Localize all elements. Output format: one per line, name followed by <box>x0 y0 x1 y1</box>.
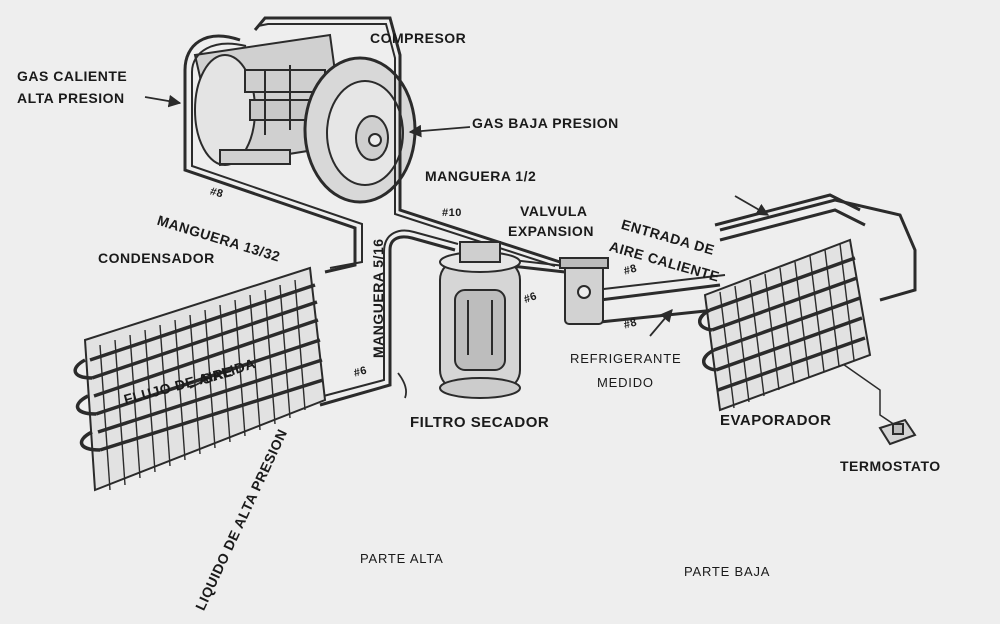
pipes <box>183 16 917 426</box>
compressor <box>193 33 417 204</box>
label-expansion: EXPANSION <box>508 223 594 239</box>
label-refrigerante: REFRIGERANTE <box>570 351 682 366</box>
filter-drier <box>439 241 521 399</box>
label-condensador: CONDENSADOR <box>98 250 215 266</box>
pointers <box>144 94 770 399</box>
label-manguera-half: MANGUERA 1/2 <box>425 168 537 184</box>
label-gas-baja-presion: GAS BAJA PRESION <box>472 115 619 131</box>
thermostat <box>878 418 917 446</box>
label-parte-alta: PARTE ALTA <box>360 551 444 566</box>
expansion-valve <box>559 257 609 325</box>
label-medido: MEDIDO <box>597 375 654 390</box>
label-hose-number-10: #10 <box>442 207 462 219</box>
label-gas-caliente: GAS CALIENTE <box>17 68 128 84</box>
label-filtro-secador: FILTRO SECADOR <box>410 414 550 431</box>
evaporator <box>698 193 872 412</box>
label-manguera-516: MANGUERA 5/16 <box>370 238 386 358</box>
label-parte-baja: PARTE BAJA <box>684 564 771 579</box>
label-valvula: VALVULA <box>520 203 588 219</box>
label-evaporador: EVAPORADOR <box>720 412 832 429</box>
label-alta-presion: ALTA PRESION <box>17 90 125 106</box>
label-compresor: COMPRESOR <box>370 30 467 46</box>
label-termostato: TERMOSTATO <box>840 458 941 474</box>
